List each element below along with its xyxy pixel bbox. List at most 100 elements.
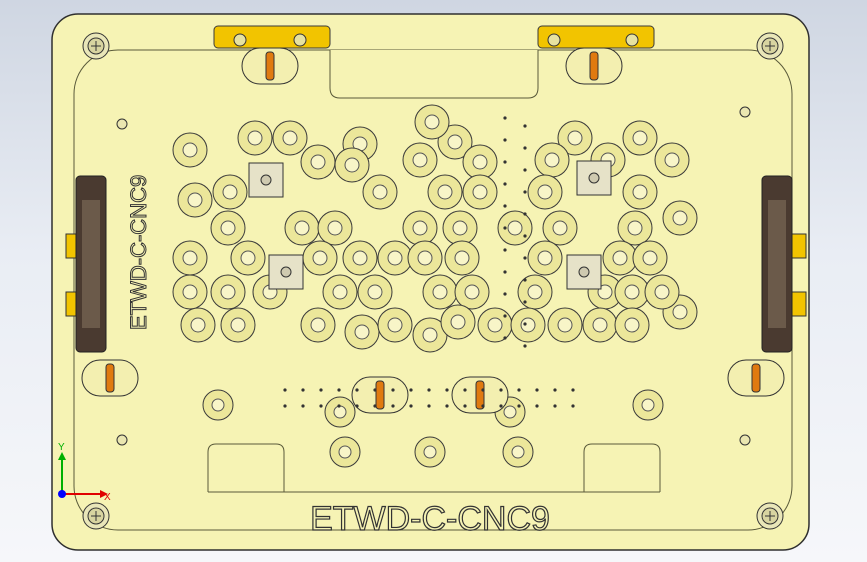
hole bbox=[463, 388, 467, 392]
support-pad bbox=[202, 389, 234, 421]
locator-block-icon bbox=[248, 162, 284, 198]
pin-icon bbox=[727, 359, 785, 397]
support-pad bbox=[322, 274, 358, 310]
support-pad bbox=[547, 307, 583, 343]
support-pad bbox=[237, 120, 273, 156]
locator-block-icon bbox=[268, 254, 304, 290]
support-pad bbox=[462, 174, 498, 210]
hole bbox=[503, 226, 507, 230]
mount-hole bbox=[739, 106, 751, 118]
hole bbox=[523, 168, 527, 172]
support-pad bbox=[230, 240, 266, 276]
hole bbox=[319, 404, 323, 408]
bottom-part-label: ETWD-C-CNC9 bbox=[310, 500, 550, 538]
hole bbox=[503, 160, 507, 164]
hole bbox=[523, 124, 527, 128]
support-pad bbox=[602, 240, 638, 276]
mount-hole bbox=[116, 434, 128, 446]
support-pad bbox=[542, 210, 578, 246]
hole bbox=[391, 404, 395, 408]
hole bbox=[391, 388, 395, 392]
support-pad bbox=[317, 210, 353, 246]
screw-icon bbox=[82, 32, 110, 60]
hole bbox=[301, 404, 305, 408]
left-handle[interactable] bbox=[65, 175, 107, 353]
pin-icon bbox=[565, 47, 623, 85]
hole bbox=[499, 388, 503, 392]
support-pad bbox=[180, 307, 216, 343]
hole bbox=[503, 248, 507, 252]
hole bbox=[373, 404, 377, 408]
hole bbox=[523, 344, 527, 348]
support-pad bbox=[357, 274, 393, 310]
hole bbox=[481, 388, 485, 392]
hole bbox=[503, 270, 507, 274]
support-pads bbox=[172, 104, 698, 468]
support-pad bbox=[534, 142, 570, 178]
support-pad bbox=[334, 147, 370, 183]
pin-icon bbox=[241, 47, 299, 85]
hole bbox=[503, 116, 507, 120]
hole bbox=[523, 300, 527, 304]
hole bbox=[523, 190, 527, 194]
hole bbox=[445, 404, 449, 408]
hole bbox=[283, 388, 287, 392]
support-pad bbox=[362, 174, 398, 210]
hole bbox=[481, 404, 485, 408]
support-pad bbox=[414, 104, 450, 140]
hole bbox=[523, 322, 527, 326]
support-pad bbox=[212, 174, 248, 210]
support-pad bbox=[502, 436, 534, 468]
support-pad bbox=[622, 120, 658, 156]
support-pad bbox=[177, 182, 213, 218]
screw-icon bbox=[82, 502, 110, 530]
support-pad bbox=[342, 240, 378, 276]
support-pad bbox=[442, 210, 478, 246]
hole bbox=[503, 314, 507, 318]
locator-blocks bbox=[248, 160, 612, 290]
hole bbox=[499, 404, 503, 408]
support-pad bbox=[407, 240, 443, 276]
hole bbox=[355, 388, 359, 392]
hole bbox=[517, 388, 521, 392]
support-pad bbox=[402, 142, 438, 178]
support-pad bbox=[210, 274, 246, 310]
hole bbox=[571, 388, 575, 392]
pin-icon bbox=[351, 376, 409, 414]
support-pad bbox=[414, 436, 446, 468]
support-pad bbox=[582, 307, 618, 343]
hole bbox=[553, 388, 557, 392]
support-pad bbox=[272, 120, 308, 156]
support-pad bbox=[172, 274, 208, 310]
support-pad bbox=[477, 307, 513, 343]
support-pad bbox=[377, 307, 413, 343]
support-pad bbox=[654, 142, 690, 178]
support-pad bbox=[517, 274, 553, 310]
hole bbox=[409, 404, 413, 408]
top-clamps bbox=[213, 25, 655, 49]
axis-y-label: Y bbox=[58, 442, 65, 453]
support-pad bbox=[210, 210, 246, 246]
hole bbox=[503, 292, 507, 296]
support-pad bbox=[329, 436, 361, 468]
support-pad bbox=[454, 274, 490, 310]
pin-icon bbox=[81, 359, 139, 397]
support-pad bbox=[324, 396, 356, 428]
hole bbox=[337, 404, 341, 408]
axis-triad: X Y bbox=[58, 442, 111, 503]
support-pad bbox=[644, 274, 680, 310]
support-pad bbox=[300, 144, 336, 180]
screw-icon bbox=[756, 502, 784, 530]
support-pad bbox=[412, 317, 448, 353]
support-pad bbox=[422, 274, 458, 310]
support-pad bbox=[440, 304, 476, 340]
hole bbox=[523, 212, 527, 216]
right-handle[interactable] bbox=[761, 175, 807, 353]
hole bbox=[517, 404, 521, 408]
support-pad bbox=[300, 307, 336, 343]
hole bbox=[553, 404, 557, 408]
hole bbox=[523, 234, 527, 238]
support-pad bbox=[617, 210, 653, 246]
support-pad bbox=[172, 240, 208, 276]
